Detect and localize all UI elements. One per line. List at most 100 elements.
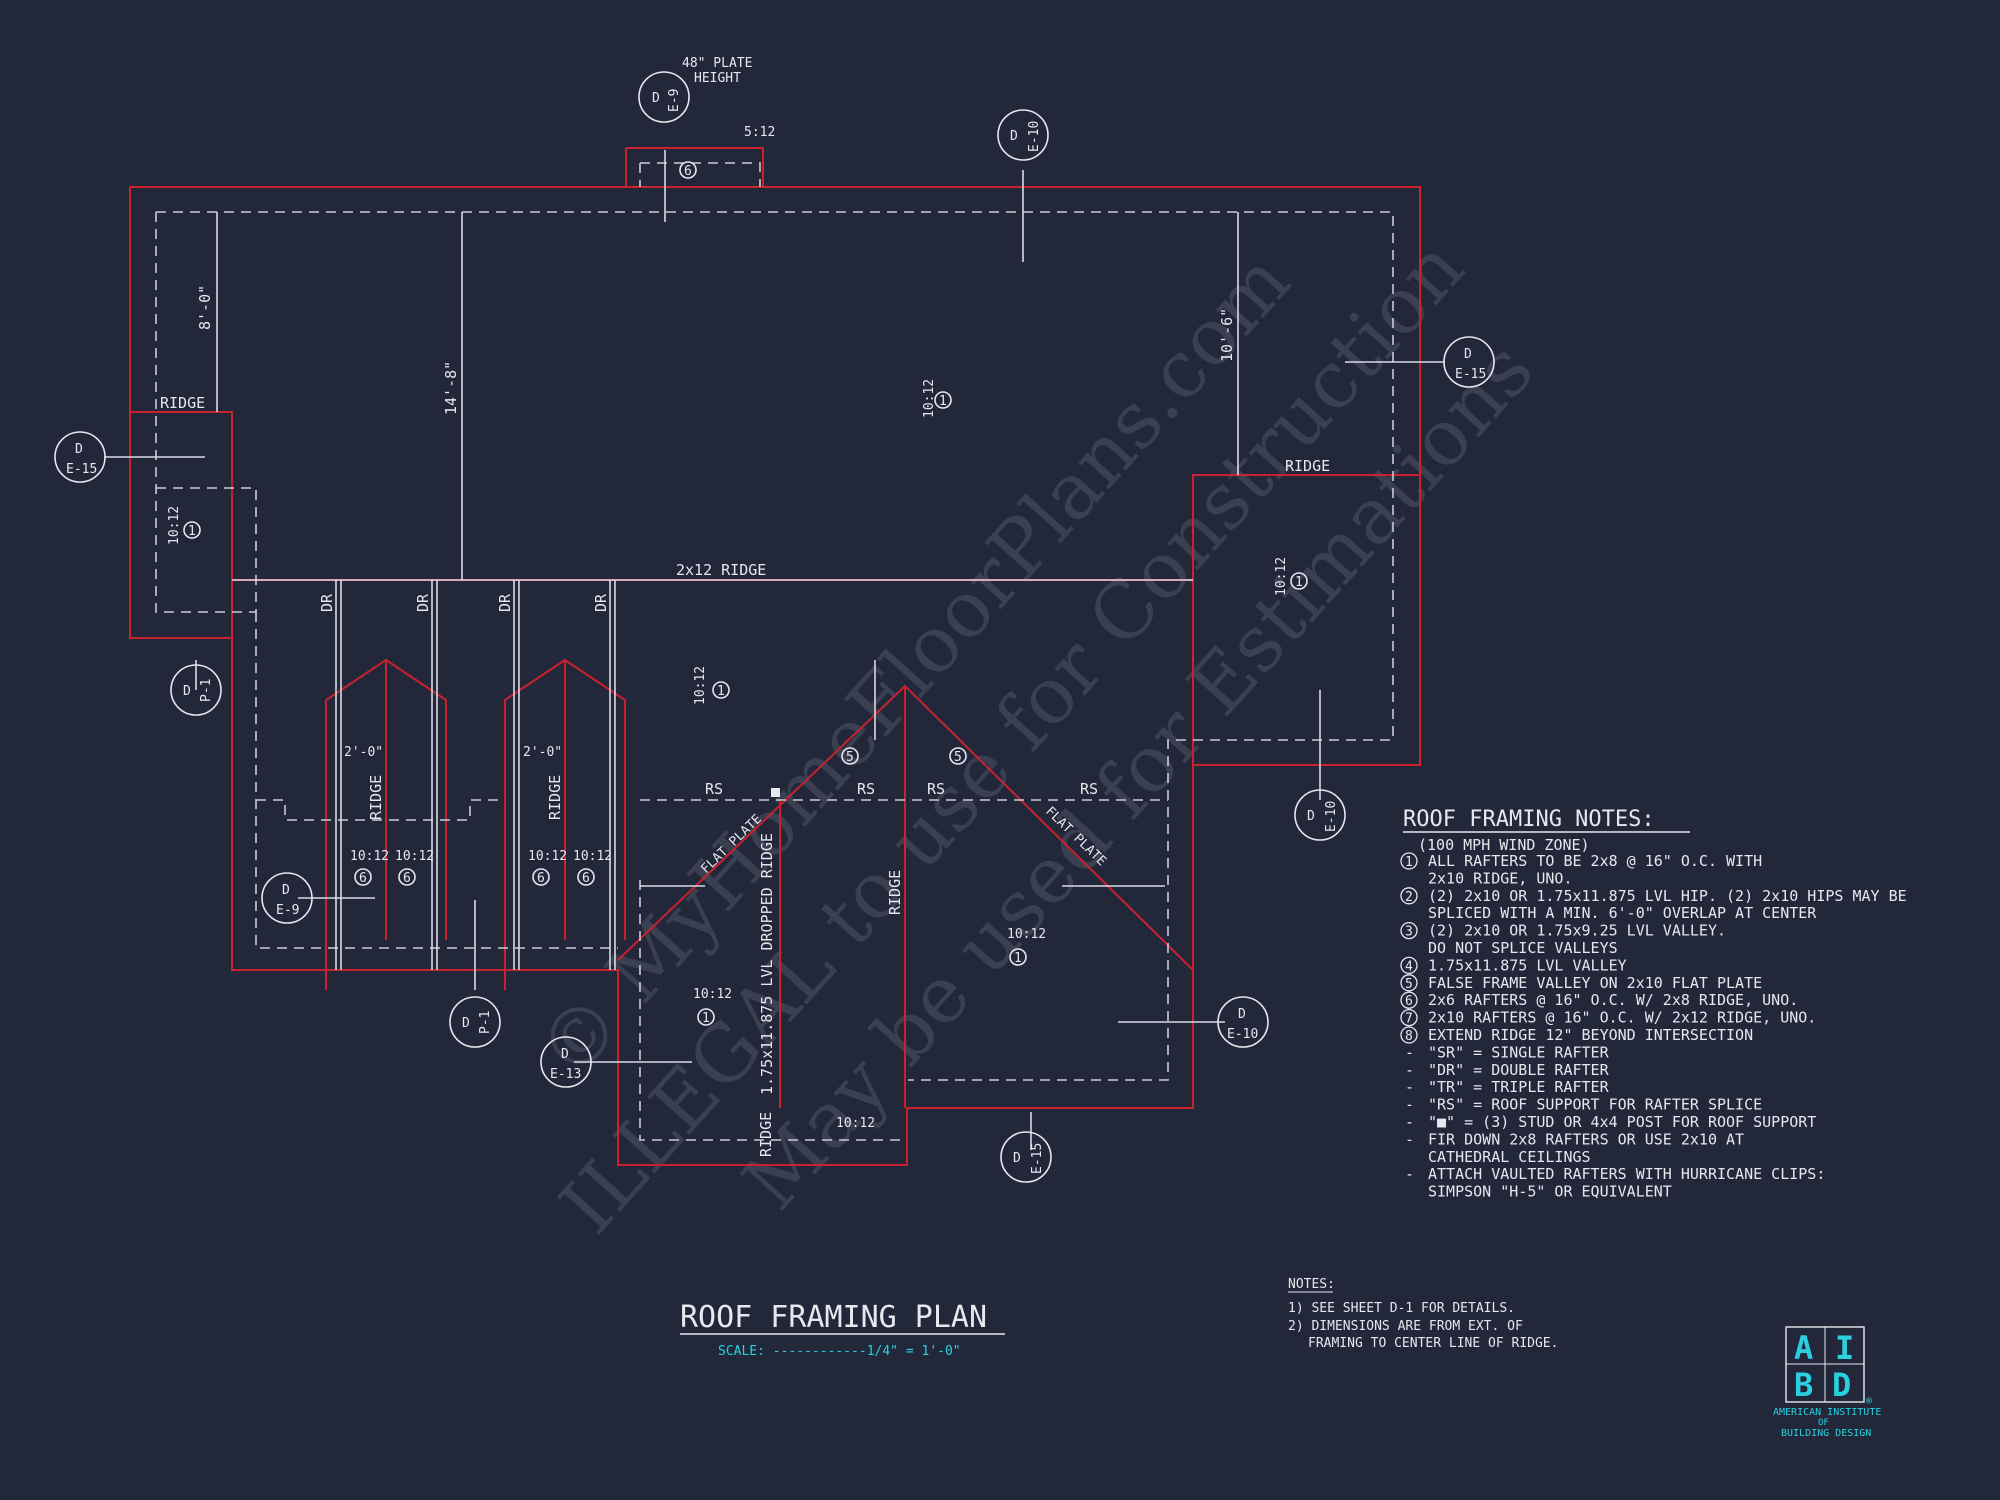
note-marker-6b: 6 [403, 871, 411, 886]
note-bullet-dash: - [1405, 1165, 1414, 1183]
note-bullet-text: "DR" = DOUBLE RAFTER [1428, 1061, 1610, 1079]
section-mark-right-d: D [1464, 347, 1472, 362]
note-item-number: 2 [1405, 890, 1413, 905]
note-bullet-dash: - [1405, 1113, 1414, 1131]
note-bullet-dash: - [1405, 1043, 1414, 1061]
section-markers: D E-9 D E-10 D E-15 D E-15 D P-1 D E-9 D… [54, 71, 1495, 1183]
note-item-text-cont: SPLICED WITH A MIN. 6'-0" OVERLAP AT CEN… [1428, 904, 1817, 922]
pitch-top: 5:12 [744, 125, 775, 140]
section-mark-left-sheet: E-15 [66, 462, 97, 477]
note-bullet-dash: - [1405, 1061, 1414, 1079]
dim-8-0: 8'-0" [196, 285, 214, 330]
ridge-label-bottom: RIDGE [757, 1112, 775, 1157]
section-mark-left-d: D [75, 442, 83, 457]
note-marker-6a: 6 [359, 871, 367, 886]
dr-label-4: DR [592, 593, 610, 612]
section-mark-p1b-sheet: P-1 [478, 1011, 493, 1034]
pitch-right: 10:12 [1274, 557, 1289, 596]
plan-title: ROOF FRAMING PLAN [680, 1300, 987, 1335]
note-item-text: EXTEND RIDGE 12" BEYOND INTERSECTION [1428, 1026, 1753, 1044]
note-marker-6d: 6 [582, 871, 590, 886]
ridge-2x12-label: 2x12 RIDGE [676, 561, 766, 579]
rafter-lines [104, 150, 1445, 1150]
note-marker-5b: 5 [954, 750, 962, 765]
section-mark-p1a-d: D [183, 684, 191, 699]
note-item-text: FALSE FRAME VALLEY ON 2x10 FLAT PLATE [1428, 974, 1762, 992]
note-bullet-text: "SR" = SINGLE RAFTER [1428, 1043, 1610, 1061]
note-item-text: 2x10 RAFTERS @ 16" O.C. W/ 2x12 RIDGE, U… [1428, 1009, 1816, 1027]
dim-10-6: 10'-6" [1218, 308, 1236, 362]
logo-i: I [1835, 1329, 1854, 1367]
dr-label-3: DR [496, 593, 514, 612]
logo-line3: BUILDING DESIGN [1781, 1428, 1871, 1439]
section-mark-p1b-d: D [462, 1016, 470, 1031]
note-bullet-dash: - [1405, 1130, 1414, 1148]
note-marker-6c: 6 [537, 871, 545, 886]
notes-title: NOTES: [1288, 1277, 1335, 1292]
pitch-d2b: 10:12 [573, 849, 612, 864]
note-item-marker [1400, 887, 1418, 905]
note-item-marker [1400, 991, 1418, 1009]
dim-2-0-right: 2'-0" [523, 745, 562, 760]
note-item-marker [1400, 1008, 1418, 1027]
section-mark-e13-sheet: E-13 [550, 1067, 581, 1082]
pitch-center: 10:12 [693, 666, 708, 705]
note-item-marker [1400, 956, 1418, 975]
post-marker [771, 788, 780, 797]
note-item-number: 7 [1405, 1012, 1413, 1027]
dim-2-0-left: 2'-0" [344, 745, 383, 760]
note-item-text: ALL RAFTERS TO BE 2x8 @ 16" O.C. WITH [1428, 852, 1762, 870]
pitch-d2a: 10:12 [528, 849, 567, 864]
section-mark-e9-d: D [282, 883, 290, 898]
ridge-label-dormer1: RIDGE [367, 775, 385, 820]
plan-scale: SCALE: ------------1/4" = 1'-0" [718, 1344, 961, 1359]
section-mark-topright-d: D [1010, 129, 1018, 144]
note-bullet-text: "■" = (3) STUD OR 4x4 POST FOR ROOF SUPP… [1428, 1113, 1816, 1131]
plate-height-line1: 48" PLATE [682, 56, 752, 71]
pitch-d1b: 10:12 [395, 849, 434, 864]
ridge-label-dormer2: RIDGE [546, 775, 564, 820]
note-marker-1b: 1 [188, 524, 196, 539]
note-item-text: (2) 2x10 OR 1.75x9.25 LVL VALLEY. [1428, 922, 1726, 940]
note-bullet-dash: - [1405, 1078, 1414, 1096]
note-marker-1d: 1 [717, 684, 725, 699]
section-mark-e10c-sheet: E-10 [1227, 1027, 1258, 1042]
watermark-line2: ILLEGAL to use for Construction [544, 223, 1482, 1251]
note-bullet-text: ATTACH VAULTED RAFTERS WITH HURRICANE CL… [1428, 1165, 1825, 1183]
dr-label-2: DR [414, 593, 432, 612]
plate-height-line2: HEIGHT [694, 71, 741, 86]
note-bullet-dash: - [1405, 1096, 1414, 1114]
section-mark-right-sheet: E-15 [1455, 367, 1486, 382]
note-marker-1a: 1 [939, 394, 947, 409]
section-mark-e15b-d: D [1013, 1151, 1021, 1166]
note-bullet-text-cont: SIMPSON "H-5" OR EQUIVALENT [1428, 1183, 1672, 1201]
rs-label-3: RS [927, 780, 945, 798]
note-item-number: 6 [1405, 994, 1413, 1009]
note-item-number: 4 [1405, 959, 1413, 974]
note-bullet-text: "RS" = ROOF SUPPORT FOR RAFTER SPLICE [1428, 1096, 1762, 1114]
section-mark-e9-sheet: E-9 [276, 903, 299, 918]
roof-notes-list: 1 ALL RAFTERS TO BE 2x8 @ 16" O.C. WITH 2x… [1400, 852, 1907, 1201]
pitch-main: 10:12 [922, 379, 937, 418]
pitch-lower-right: 10:12 [1007, 927, 1046, 942]
note-bullet-text: FIR DOWN 2x8 RAFTERS OR USE 2x10 AT [1428, 1130, 1744, 1148]
note-1: 1) SEE SHEET D-1 FOR DETAILS. [1288, 1301, 1515, 1316]
section-mark-e10b-d: D [1307, 809, 1315, 824]
dim-14-8: 14'-8" [442, 361, 460, 415]
ridge-label-center: RIDGE [886, 870, 904, 915]
note-marker-6top: 6 [684, 164, 692, 179]
note-item-text: 2x6 RAFTERS @ 16" O.C. W/ 2x8 RIDGE, UNO… [1428, 991, 1798, 1009]
note-item-marker [1400, 974, 1418, 992]
section-mark-e10c-d: D [1238, 1007, 1246, 1022]
rs-label-1: RS [705, 780, 723, 798]
pitch-left: 10:12 [167, 506, 182, 545]
logo-d: D [1832, 1366, 1851, 1404]
section-mark-e13-d: D [561, 1047, 569, 1062]
ridge-label-left: RIDGE [160, 394, 205, 412]
section-mark-p1a-sheet: P-1 [199, 679, 214, 702]
dr-label-1: DR [318, 593, 336, 612]
logo-b: B [1794, 1366, 1813, 1404]
note-item-marker [1400, 852, 1418, 870]
note-item-number: 1 [1405, 855, 1413, 870]
logo-reg: ® [1866, 1396, 1873, 1407]
